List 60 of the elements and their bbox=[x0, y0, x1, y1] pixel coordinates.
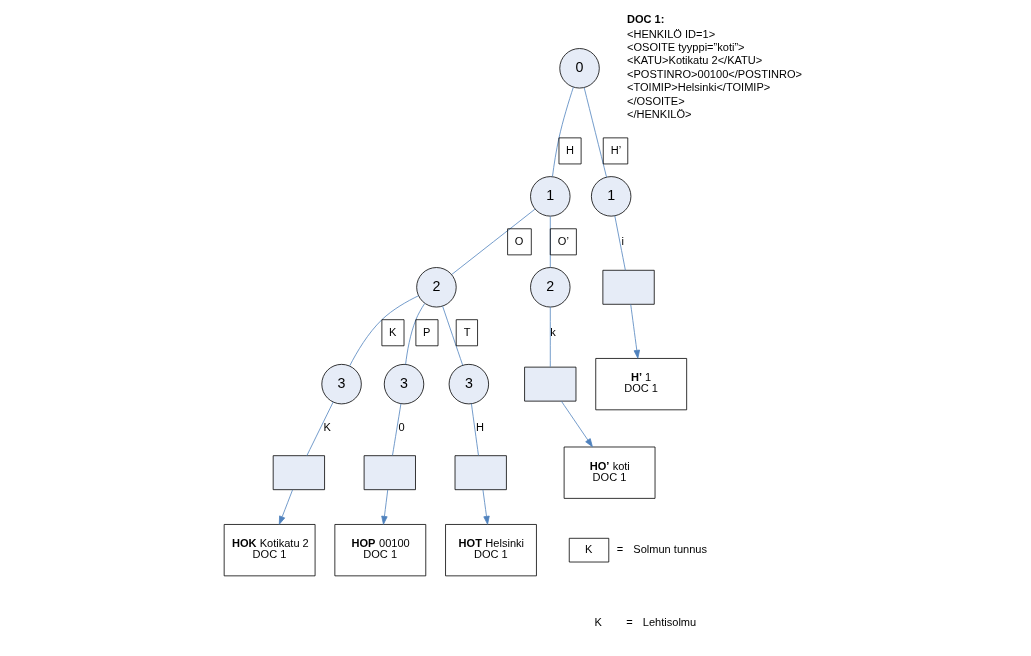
node-box: HOP 00100 DOC 1 bbox=[334, 524, 427, 577]
connector bbox=[306, 401, 334, 457]
edge-label: O bbox=[514, 235, 524, 248]
arrow bbox=[381, 489, 389, 525]
node-box bbox=[602, 269, 655, 305]
label: <POSTINRO>00100</POSTINRO> bbox=[626, 67, 802, 80]
edge-label: 0 bbox=[398, 421, 405, 434]
node-circle: 3 bbox=[448, 363, 489, 405]
label: = bbox=[616, 543, 624, 556]
connector bbox=[392, 403, 402, 456]
edge-label: k bbox=[550, 325, 556, 338]
edge-label: H’ bbox=[610, 144, 622, 157]
arrow bbox=[482, 489, 490, 525]
node-circle: 1 bbox=[591, 176, 632, 217]
node-box: H’ 1 DOC 1 bbox=[595, 358, 688, 411]
connector bbox=[405, 303, 426, 365]
label: K bbox=[585, 543, 593, 556]
node-box bbox=[454, 455, 507, 491]
legend-label: Solmun tunnus bbox=[633, 543, 707, 556]
connector bbox=[549, 306, 551, 368]
label: K bbox=[594, 616, 602, 629]
node-box: HOK Kotikatu 2 DOC 1 bbox=[223, 524, 316, 577]
edge-label: T bbox=[463, 326, 471, 339]
arrow bbox=[278, 489, 293, 525]
node-box: HO’ koti DOC 1 bbox=[563, 446, 656, 499]
node-circle: 0 bbox=[559, 48, 600, 89]
connector bbox=[552, 86, 574, 177]
edge-label: H bbox=[566, 144, 575, 157]
label: </OSOITE> bbox=[626, 94, 685, 107]
connector bbox=[583, 87, 607, 178]
arrow bbox=[630, 304, 640, 359]
edge-label: H bbox=[475, 421, 484, 434]
label: = bbox=[626, 616, 633, 629]
node-circle: 1 bbox=[530, 176, 571, 217]
label: </HENKILÖ> bbox=[626, 108, 692, 121]
node-circle: 2 bbox=[416, 267, 457, 308]
edge-label: i bbox=[621, 234, 624, 247]
connector bbox=[614, 215, 626, 271]
node-box bbox=[524, 366, 577, 402]
arrow bbox=[561, 400, 593, 448]
edge-label: P bbox=[423, 326, 431, 339]
edge-label: O’ bbox=[557, 235, 569, 248]
connector bbox=[349, 295, 419, 367]
node-box: HOT Helsinki DOC 1 bbox=[445, 524, 537, 577]
label: <OSOITE tyyppi=”koti”> bbox=[626, 41, 745, 54]
connector bbox=[471, 403, 479, 456]
label: DOC 1: bbox=[626, 13, 665, 26]
label: <KATU>Kotikatu 2</KATU> bbox=[626, 54, 763, 67]
legend-label: Lehtisolmu bbox=[642, 616, 697, 629]
node-circle: 2 bbox=[530, 267, 571, 308]
connector bbox=[442, 305, 464, 366]
node-box bbox=[272, 455, 325, 491]
node-circle: 3 bbox=[383, 363, 425, 405]
node-box bbox=[363, 455, 416, 491]
label: <TOIMIP>Helsinki</TOIMIP> bbox=[626, 81, 771, 94]
edge-label: K bbox=[389, 326, 397, 339]
label: <HENKILÖ ID=1> bbox=[626, 27, 716, 40]
node-circle: 3 bbox=[321, 363, 362, 405]
edge-label: K bbox=[323, 421, 331, 434]
connector bbox=[451, 208, 536, 275]
